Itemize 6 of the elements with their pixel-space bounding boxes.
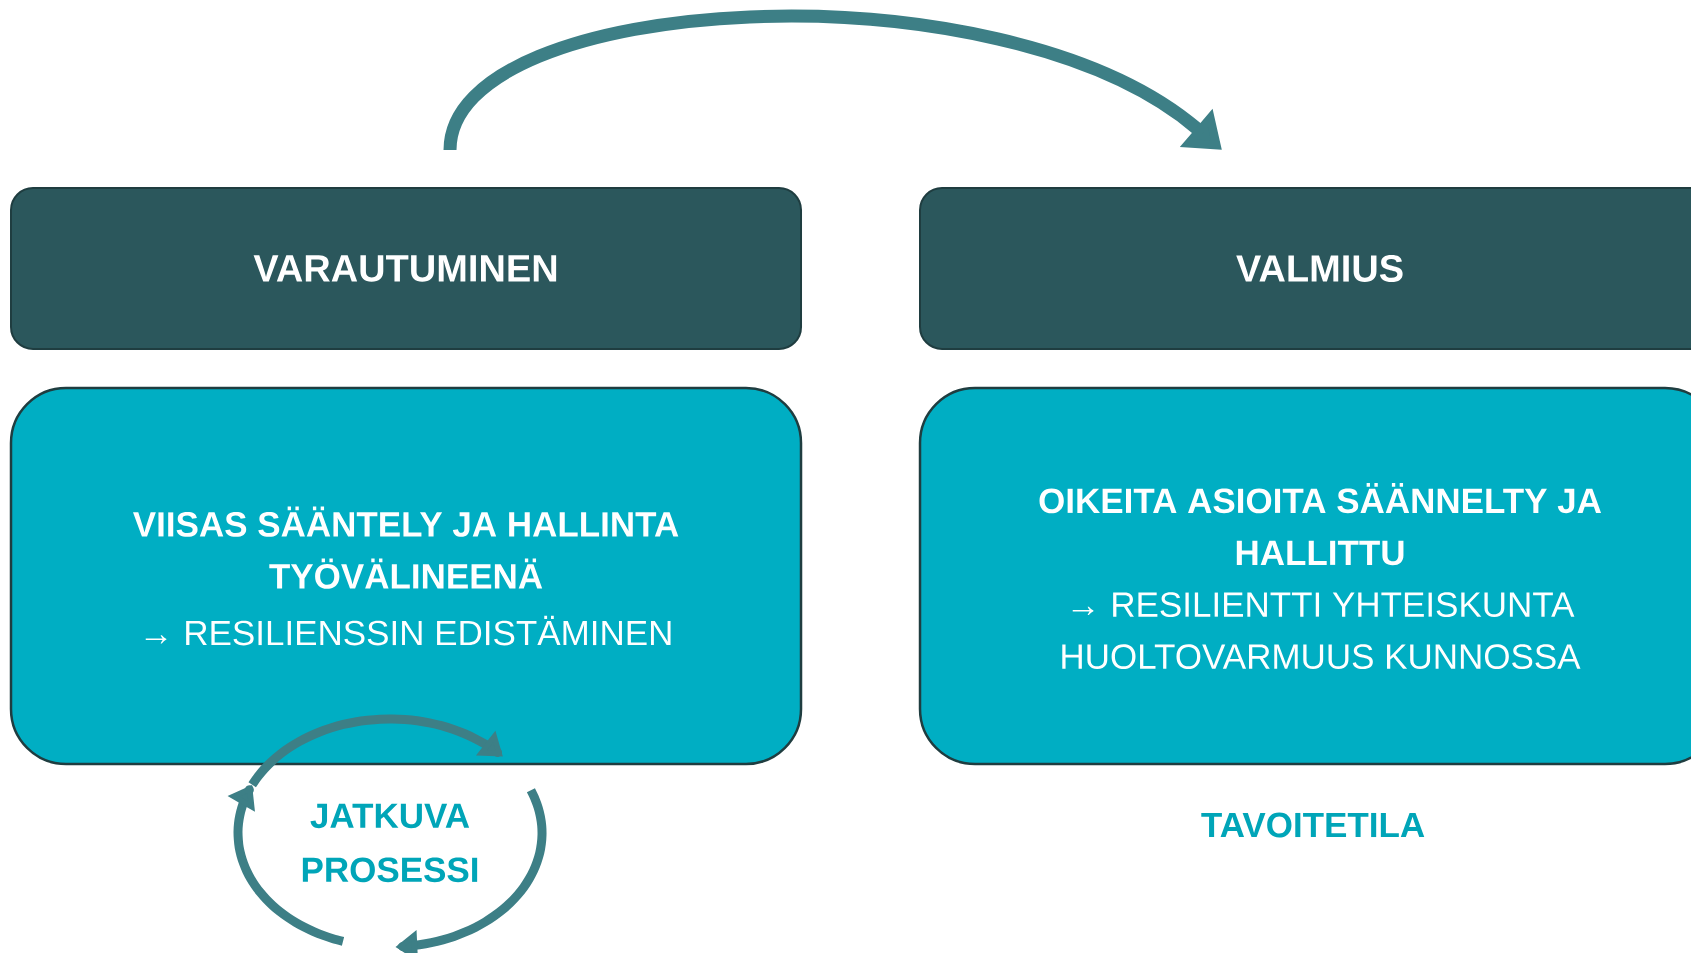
content-box: OIKEITA ASIOITA SÄÄNNELTY JA HALLITTU → RESILIENTTI YHTEISKUNTA HUOLTOVARMUUS KUNNOSSA xyxy=(918,386,1691,766)
caption-text: JATKUVA PROSESSI xyxy=(302,803,478,883)
header-box: VARAUTUMINEN xyxy=(10,187,802,350)
caption-text: TAVOITETILA xyxy=(1201,812,1425,838)
content-box: VIISAS SÄÄNTELY JA HALLINTA TYÖVÄLINEENÄ → RESILIENSSIN EDISTÄMINEN xyxy=(9,386,803,766)
header-box: VALMIUS xyxy=(919,187,1691,350)
